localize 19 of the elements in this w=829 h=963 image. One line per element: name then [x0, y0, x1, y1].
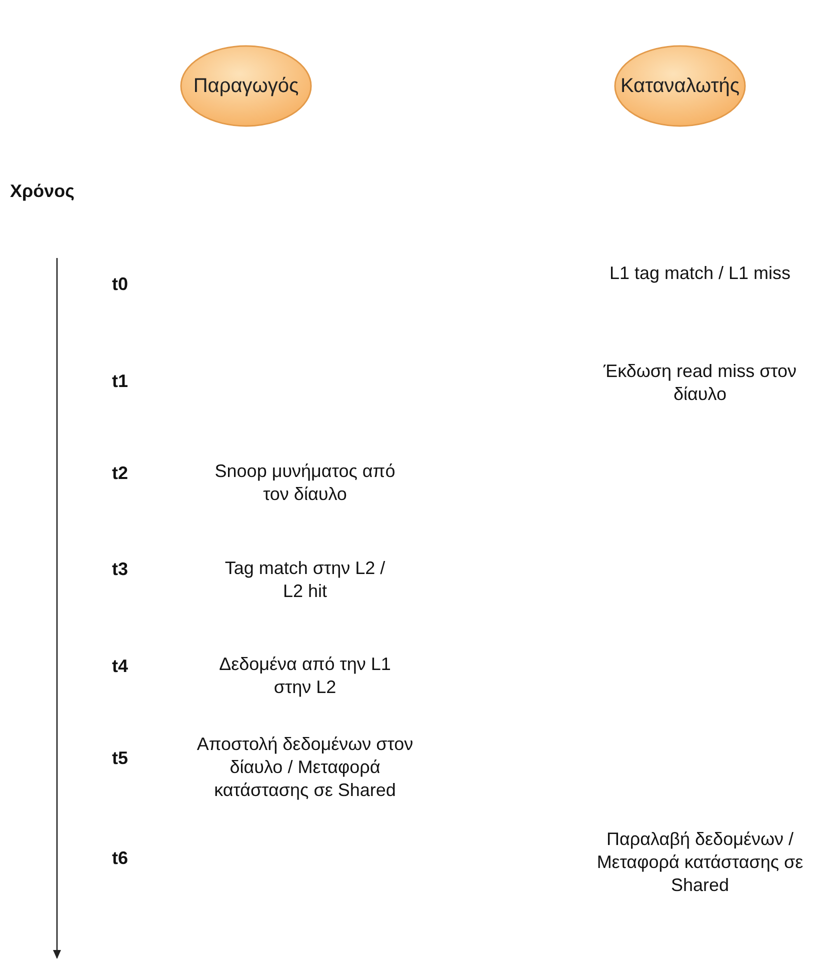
time-label: t5 — [112, 747, 130, 770]
time-label: t4 — [112, 655, 130, 678]
time-label: t2 — [112, 462, 130, 485]
event-text: Snoop μυνήματος από τον δίαυλο — [214, 460, 396, 506]
event-text: L1 tag match / L1 miss — [608, 262, 792, 285]
time-label: t0 — [112, 273, 130, 296]
event-text: Δεδομένα από την L1 στην L2 — [218, 653, 392, 699]
time-label: t3 — [112, 558, 130, 581]
role-ellipse — [614, 45, 746, 127]
time-label: t6 — [112, 847, 130, 870]
event-text: Παραλαβή δεδομένων / Μεταφορά κατάστασης σε Shared — [596, 828, 804, 897]
role-ellipse — [180, 45, 312, 127]
event-text: Tag match στην L2 / L2 hit — [224, 557, 386, 603]
role-name: Παραγωγός — [193, 74, 299, 98]
event-text: Αποστολή δεδομένων στον δίαυλο / Μεταφορά κατάστασης σε Shared — [196, 733, 414, 802]
role-name: Καταναλωτής — [620, 74, 740, 98]
axis-title: Χρόνος — [10, 180, 76, 203]
event-text: Έκδωση read miss στον δίαυλο — [602, 360, 798, 406]
time-label: t1 — [112, 370, 130, 393]
